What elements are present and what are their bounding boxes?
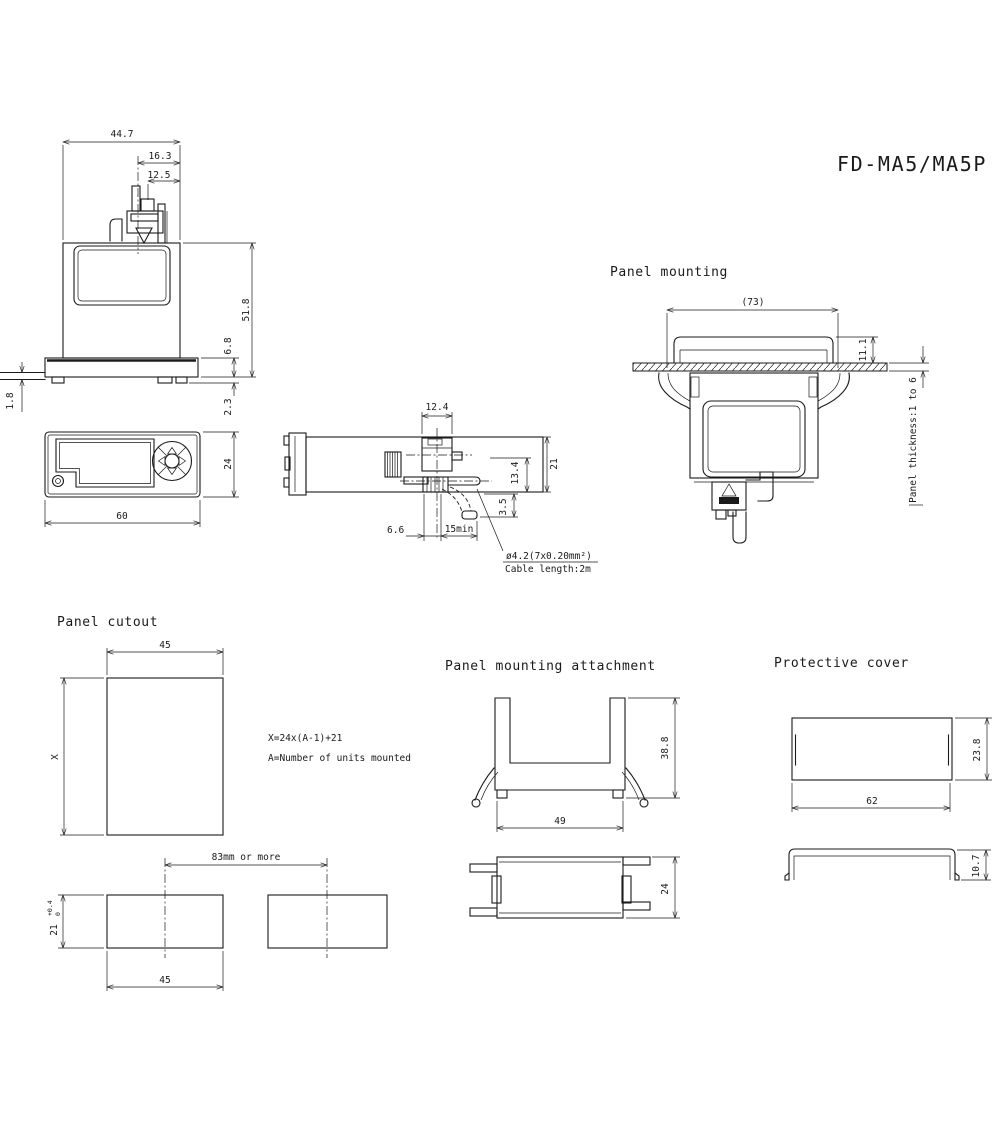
side-ribs <box>384 451 402 478</box>
dim-cutout-single-height: 21 <box>49 924 60 936</box>
left-spring-clip <box>474 767 495 801</box>
dim-panel-front-height: 11.1 <box>858 338 869 361</box>
dim-cutout-height-var: X <box>50 754 61 760</box>
protective-cover-title: Protective cover <box>774 656 909 671</box>
front-view: 44.7 16.3 12.5 51.8 6.8 2.3 1.8 <box>0 129 256 416</box>
dim-side-height: 21 <box>549 458 560 470</box>
cutout-formula: X=24x(A-1)+21 <box>268 733 343 744</box>
dim-side-cable-drop: 3.5 <box>498 498 509 515</box>
dim-cover-profile-height: 10.7 <box>971 855 982 878</box>
fiber-clamp <box>135 227 153 245</box>
dim-front-connector-offset: 12.5 <box>148 170 171 181</box>
front-foot <box>175 376 188 384</box>
dim-panel-overall-width: (73) <box>742 297 765 308</box>
keypad-outer <box>151 440 193 482</box>
dim-front-body-height: 51.8 <box>241 298 252 321</box>
top-view: 24 60 <box>45 432 239 527</box>
set-button <box>51 474 65 488</box>
panel-cutout-title: Panel cutout <box>57 615 158 630</box>
attachment-bracket <box>494 697 626 791</box>
cover-front-view <box>791 717 953 781</box>
dim-top-length: 60 <box>116 511 128 522</box>
dim-front-overall-width: 44.7 <box>111 129 134 140</box>
keypad-left-arrow <box>157 455 166 467</box>
dim-side-connector-width: 12.4 <box>426 402 449 413</box>
cutout-rect <box>106 677 224 836</box>
panel-section <box>632 362 888 372</box>
attachment-prong <box>469 863 498 873</box>
cover-profile-view <box>788 848 956 881</box>
panel-mounting-title: Panel mounting <box>610 265 728 280</box>
front-foot <box>157 376 173 384</box>
dim-cover-width: 62 <box>866 796 877 807</box>
dim-tolerance-upper: +0.4 <box>46 900 54 916</box>
dim-attachment-width: 49 <box>554 816 566 827</box>
keypad-right-arrow <box>178 455 187 467</box>
right-mounting-wing <box>817 372 850 410</box>
dim-attachment-height: 38.8 <box>660 736 671 759</box>
cable-length-note: Cable length:2m <box>505 564 591 575</box>
dim-front-fiber-offset: 16.3 <box>149 151 172 162</box>
panel-cutout-view: Panel cutout 45 X X=24x(A-1)+21 A=Number… <box>46 615 411 991</box>
mounted-body <box>689 372 819 479</box>
top-display-window <box>55 438 155 488</box>
keypad-down-arrow <box>166 467 178 476</box>
front-foot <box>51 376 65 384</box>
side-view: ø4.2(7x0.20mm²) Cable length:2m 12.4 21 … <box>283 402 598 575</box>
attachment-bottom-view <box>496 856 624 919</box>
mounted-display-window <box>702 400 806 478</box>
dim-cutout-spacing: 83mm or more <box>212 852 281 863</box>
model-title: FD-MA5/MA5P <box>837 152 987 176</box>
cutout-rect-right <box>267 894 388 949</box>
dim-front-base-height: 6.8 <box>223 337 234 354</box>
front-base-plate <box>44 357 199 378</box>
fiber-lock-housing <box>126 210 164 234</box>
protective-cover-view: Protective cover 23.8 62 10.7 <box>774 656 992 880</box>
cable-bent-phantom <box>449 486 472 512</box>
mounted-cover <box>673 336 834 364</box>
attachment-title: Panel mounting attachment <box>445 659 656 674</box>
attachment-view: Panel mounting attachment 38.8 49 24 <box>445 659 680 918</box>
dim-side-fiber-inset: 6.6 <box>387 525 404 536</box>
attachment-prong <box>622 901 651 911</box>
dim-side-bend-radius: 15min <box>445 524 474 535</box>
dim-plate-thickness: 1.8 <box>5 392 16 409</box>
mounted-cable <box>732 511 747 544</box>
keypad-up-arrow <box>166 446 178 455</box>
dim-top-width: 24 <box>223 458 234 470</box>
dim-attachment-depth: 24 <box>660 883 671 895</box>
front-display-window <box>73 245 171 306</box>
panel-thickness-note: Panel thickness:1 to 6 <box>908 377 919 503</box>
dim-cutout-width-bottom: 45 <box>159 975 170 986</box>
top-body-outline <box>44 431 201 498</box>
panel-mounting-view: Panel mounting (73) 11.1 Panel thickness… <box>610 265 929 544</box>
dim-front-latch-depth: 2.3 <box>223 398 234 415</box>
dim-cutout-width: 45 <box>159 640 170 651</box>
attachment-prong <box>622 856 651 866</box>
dim-cover-height: 23.8 <box>972 738 983 761</box>
side-front-cap <box>288 432 307 496</box>
right-spring-clip <box>625 767 646 801</box>
attachment-prong <box>469 907 498 917</box>
dim-tolerance-lower: 0 <box>54 912 62 916</box>
dim-side-fiber-height: 13.4 <box>510 461 521 484</box>
left-mounting-wing <box>658 372 691 410</box>
cable-spec-note: ø4.2(7x0.20mm²) <box>506 551 592 562</box>
fiber-tube <box>131 185 141 212</box>
cutout-formula-note: A=Number of units mounted <box>268 753 411 764</box>
